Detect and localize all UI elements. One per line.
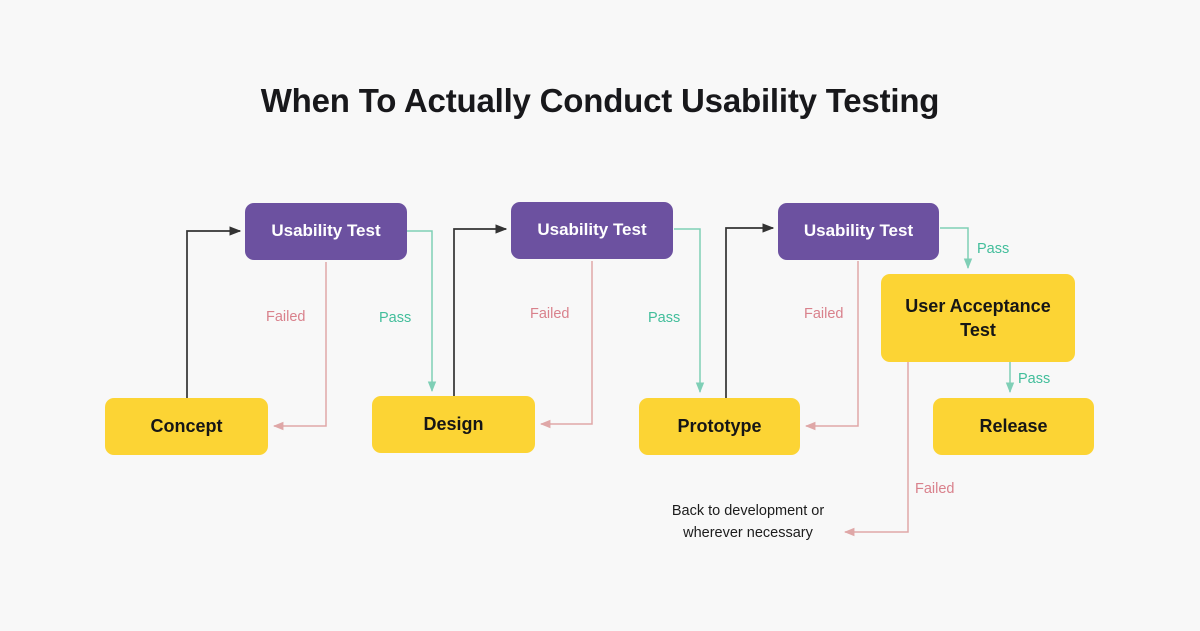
node-concept-label: Concept [150, 416, 223, 437]
edge-test3-pass-to-uat [940, 227, 973, 270]
node-usability-test-3-label: Usability Test [803, 221, 914, 241]
node-release[interactable]: Release [933, 398, 1094, 455]
node-design[interactable]: Design [372, 396, 535, 453]
node-prototype[interactable]: Prototype [639, 398, 800, 455]
node-release-label: Release [979, 416, 1048, 437]
node-usability-test-1-label: Usability Test [271, 221, 381, 241]
edge-test3-failed-to-prototype [804, 261, 859, 431]
edge-label-failed-3: Failed [804, 306, 844, 322]
edge-label-pass-uat: Pass [1018, 371, 1051, 387]
edge-test1-failed-to-concept [272, 262, 327, 431]
node-usability-test-1[interactable]: Usability Test [245, 203, 407, 260]
node-user-acceptance-test-label: User Acceptance Test [905, 295, 1051, 340]
edge-label-failed-2: Failed [530, 306, 570, 322]
edge-label-failed-uat: Failed [915, 481, 955, 497]
edge-label-pass-3: Pass [977, 241, 1010, 257]
node-user-acceptance-test[interactable]: User Acceptance Test [881, 274, 1075, 362]
node-concept[interactable]: Concept [105, 398, 268, 455]
node-usability-test-2-label: Usability Test [537, 220, 647, 240]
node-design-label: Design [423, 414, 484, 435]
edge-label-pass-2: Pass [648, 310, 681, 326]
node-prototype-label: Prototype [677, 416, 762, 437]
edge-label-failed-1: Failed [266, 309, 306, 325]
page-title: When To Actually Conduct Usability Testi… [260, 82, 940, 119]
edge-design-to-test2 [453, 224, 508, 397]
edge-concept-to-test1 [186, 226, 242, 399]
annotation-back-to-development: Back to development or wherever necessar… [671, 503, 825, 542]
node-usability-test-2[interactable]: Usability Test [511, 202, 673, 259]
edge-test2-failed-to-design [539, 261, 593, 429]
node-usability-test-3[interactable]: Usability Test [778, 203, 939, 260]
edge-label-pass-1: Pass [379, 310, 412, 326]
edge-prototype-to-test3 [725, 223, 775, 399]
